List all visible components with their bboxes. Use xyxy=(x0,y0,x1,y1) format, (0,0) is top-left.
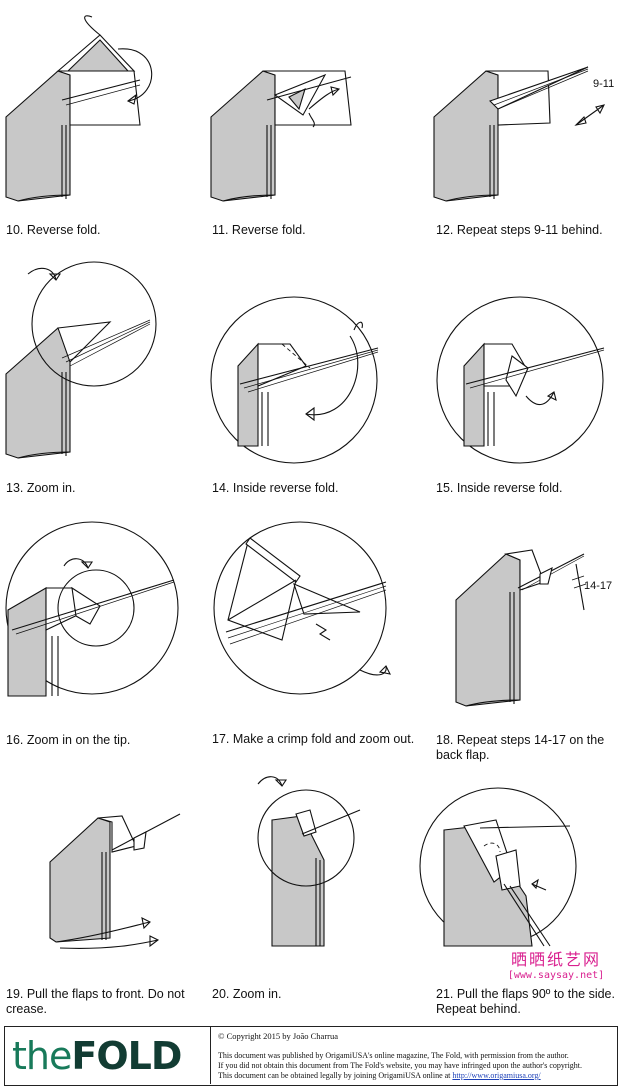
step-21-caption-line2: Repeat behind. xyxy=(436,1002,521,1016)
step-15-caption: 15. Inside reverse fold. xyxy=(436,481,563,495)
step-19-caption-line2: crease. xyxy=(6,1002,47,1016)
step-12-caption: 12. Repeat steps 9-11 behind. xyxy=(436,223,603,237)
step-12-diagram xyxy=(433,66,606,202)
step-18-caption-line2: back flap. xyxy=(436,748,490,762)
repeat-marker-9-11: 9-11 xyxy=(593,78,615,90)
notice-line-1: This document was published by OrigamiUS… xyxy=(218,1051,569,1060)
step-14-diagram xyxy=(210,296,379,464)
step-15-diagram xyxy=(436,296,605,464)
step-18-caption-line1: 18. Repeat steps 14-17 on the xyxy=(436,733,605,747)
step-20-diagram xyxy=(257,776,361,947)
step-11-diagram xyxy=(210,70,352,202)
repeat-marker-14-17: 14-17 xyxy=(584,580,613,592)
step-13-caption: 13. Zoom in. xyxy=(6,481,76,495)
step-10-caption: 10. Reverse fold. xyxy=(6,223,101,237)
watermark-chinese: 晒晒纸艺网 xyxy=(510,950,601,969)
notice-line-3-text: This document can be obtained legally by… xyxy=(218,1071,453,1080)
zoom-circle xyxy=(57,569,135,647)
logo-the: the xyxy=(12,1034,72,1078)
step-19-diagram xyxy=(49,813,181,949)
watermark: 晒晒纸艺网 [www.saysay.net] xyxy=(498,946,614,981)
notice-line-3: This document can be obtained legally by… xyxy=(218,1071,613,1081)
step-21-diagram xyxy=(419,787,577,947)
watermark-url: [www.saysay.net] xyxy=(507,970,605,981)
zoom-circle xyxy=(257,789,355,887)
logo-text: theFOLD xyxy=(12,1034,182,1078)
step-11-caption: 11. Reverse fold. xyxy=(212,223,306,237)
step-20-caption: 20. Zoom in. xyxy=(212,987,282,1001)
step-18-diagram xyxy=(455,549,587,707)
step-10-diagram xyxy=(5,15,153,202)
logo-fold: FOLD xyxy=(71,1034,182,1078)
step-17-caption: 17. Make a crimp fold and zoom out. xyxy=(212,732,415,746)
step-16-caption: 16. Zoom in on the tip. xyxy=(6,733,131,747)
step-14-caption: 14. Inside reverse fold. xyxy=(212,481,339,495)
step-13-diagram xyxy=(5,261,157,459)
copyright: © Copyright 2015 by João Charrua xyxy=(218,1031,339,1041)
origamiusa-link[interactable]: http://www.origamiusa.org/ xyxy=(452,1071,541,1080)
zoom-circle xyxy=(31,261,157,387)
step-21-caption-line1: 21. Pull the flaps 90º to the side. xyxy=(436,987,615,1001)
step-16-diagram xyxy=(5,521,179,697)
footer-box xyxy=(4,1026,618,1086)
the-fold-logo: theFOLD xyxy=(4,1026,211,1084)
step-17-diagram xyxy=(213,521,391,695)
step-19-caption-line1: 19. Pull the flaps to front. Do not xyxy=(6,987,185,1001)
notice-line-2: If you did not obtain this document from… xyxy=(218,1061,583,1070)
publication-notice: This document was published by OrigamiUS… xyxy=(218,1051,613,1081)
